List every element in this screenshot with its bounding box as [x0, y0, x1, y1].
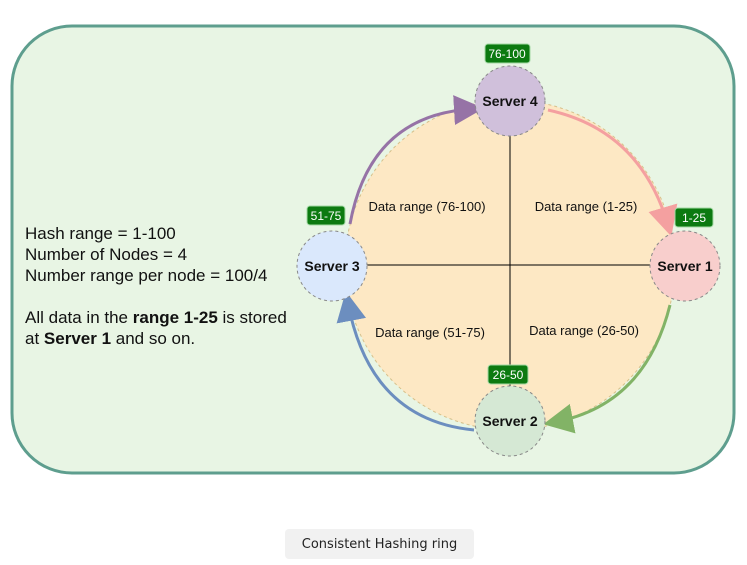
note-at: at [25, 329, 44, 348]
badge-26-50: 26-50 [487, 364, 529, 385]
data-range-label-76-100: Data range (76-100) [368, 199, 485, 214]
badge-76-100: 76-100 [484, 43, 531, 64]
server-1-node: Server 1 [649, 230, 721, 302]
nodes-count-line: Number of Nodes = 4 [25, 245, 188, 264]
spacer [25, 286, 287, 307]
storage-note-line-1: All data in the range 1-25 is stored [25, 307, 287, 328]
badge-51-75: 51-75 [306, 205, 346, 226]
hash-info-text: Hash range = 1-100 Number of Nodes = 4 N… [25, 223, 287, 349]
arrow-server4-to-server1 [547, 108, 678, 237]
arrow-server2-to-server3 [336, 291, 475, 432]
badge-1-25: 1-25 [674, 207, 714, 228]
note-suffix: and so on. [111, 329, 196, 348]
server-1-label: Server 1 [657, 258, 712, 274]
data-range-label-1-25: Data range (1-25) [535, 199, 638, 214]
data-range-label-26-50: Data range (26-50) [529, 323, 639, 338]
note-middle: is stored [217, 308, 287, 327]
note-server-bold: Server 1 [43, 329, 112, 348]
storage-note-line-2: at Server 1 and so on. [25, 328, 287, 349]
arrow-server3-to-server4 [348, 95, 484, 225]
badge-76-100-text: 76-100 [488, 47, 526, 61]
server-4-label: Server 4 [482, 93, 537, 109]
data-range-label-51-75: Data range (51-75) [375, 325, 485, 340]
badge-51-75-text: 51-75 [311, 209, 342, 223]
note-range-bold: range 1-25 [132, 308, 218, 327]
server-4-node: Server 4 [474, 65, 546, 137]
hash-range-line: Hash range = 1-100 [25, 224, 176, 243]
badge-26-50-text: 26-50 [493, 368, 524, 382]
arrow-server1-to-server2 [543, 304, 672, 434]
server-3-node: Server 3 [296, 230, 368, 302]
badge-1-25-text: 1-25 [682, 211, 706, 225]
figure-caption: Consistent Hashing ring [285, 529, 474, 559]
server-3-label: Server 3 [304, 258, 359, 274]
server-2-node: Server 2 [474, 385, 546, 457]
range-per-node-line: Number range per node = 100/4 [25, 266, 268, 285]
server-2-label: Server 2 [482, 413, 537, 429]
note-prefix: All data in the [25, 308, 133, 327]
